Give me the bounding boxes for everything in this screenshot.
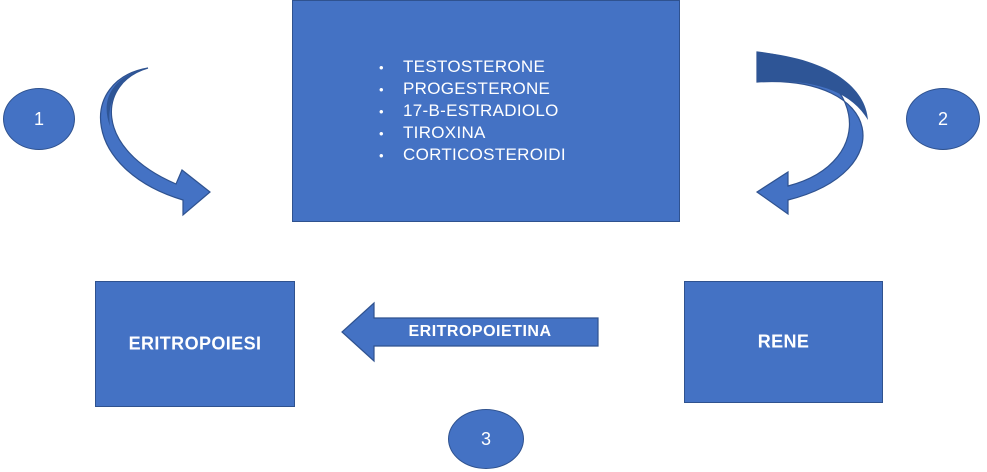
eritropoiesi-box: ERITROPOIESI — [95, 281, 295, 407]
rene-box: RENE — [684, 281, 883, 403]
hormone-item: •TESTOSTERONE — [379, 57, 546, 76]
curved-arrow-left — [100, 67, 211, 217]
hormone-item: •CORTICOSTEROIDI — [379, 145, 566, 164]
hormones-box: •TESTOSTERONE •PROGESTERONE •17-B-ESTRAD… — [292, 0, 680, 222]
marker-2: 2 — [906, 88, 980, 150]
hormone-list: •TESTOSTERONE •PROGESTERONE •17-B-ESTRAD… — [379, 56, 566, 166]
straight-arrow-left — [341, 301, 599, 363]
hormone-item: •TIROXINA — [379, 123, 486, 142]
curved-arrow-left-shade — [106, 68, 148, 126]
marker-3: 3 — [448, 409, 524, 469]
eritropoiesi-label: ERITROPOIESI — [128, 333, 262, 354]
hormone-item: •PROGESTERONE — [379, 79, 551, 98]
curved-arrow-right-shade — [757, 52, 868, 120]
eritropoietina-label: ERITROPOIETINA — [408, 323, 552, 340]
hormone-item: •17-B-ESTRADIOLO — [379, 101, 559, 120]
marker-1: 1 — [3, 88, 75, 150]
rene-label: RENE — [757, 331, 810, 352]
